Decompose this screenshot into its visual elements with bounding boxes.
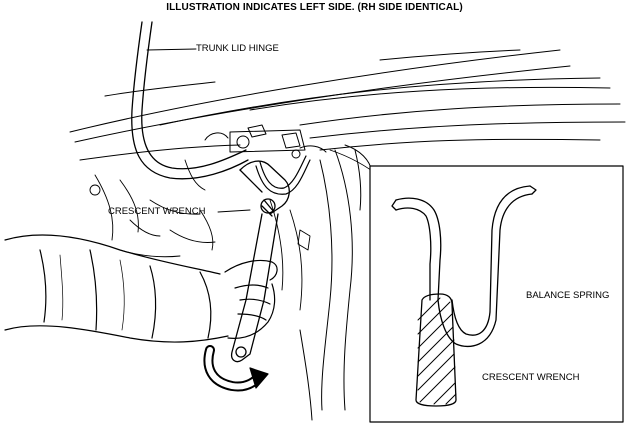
- label-crescent-wrench-inset: CRESCENT WRENCH: [482, 372, 580, 383]
- inset-balance-spring: [391, 185, 537, 348]
- crescent-wrench-main: [230, 160, 290, 363]
- rotation-arrow: [203, 345, 269, 392]
- inset-crescent-wrench: [415, 293, 457, 407]
- balance-spring-main: [255, 155, 311, 195]
- inset-detail: [369, 165, 624, 423]
- right-structure-lines: [299, 144, 373, 421]
- hinge-bracket-drawing: [204, 124, 327, 159]
- left-clutter-lines: [89, 159, 311, 311]
- diagram-caption: ILLUSTRATION INDICATES LEFT SIDE. (RH SI…: [166, 2, 463, 13]
- trunk-lid-hinge-drawing: [131, 21, 249, 180]
- hand-with-sleeve: [4, 234, 278, 343]
- label-crescent-wrench-main: CRESCENT WRENCH: [108, 206, 206, 217]
- label-trunk-lid-hinge: TRUNK LID HINGE: [196, 43, 279, 54]
- label-balance-spring: BALANCE SPRING: [526, 290, 610, 301]
